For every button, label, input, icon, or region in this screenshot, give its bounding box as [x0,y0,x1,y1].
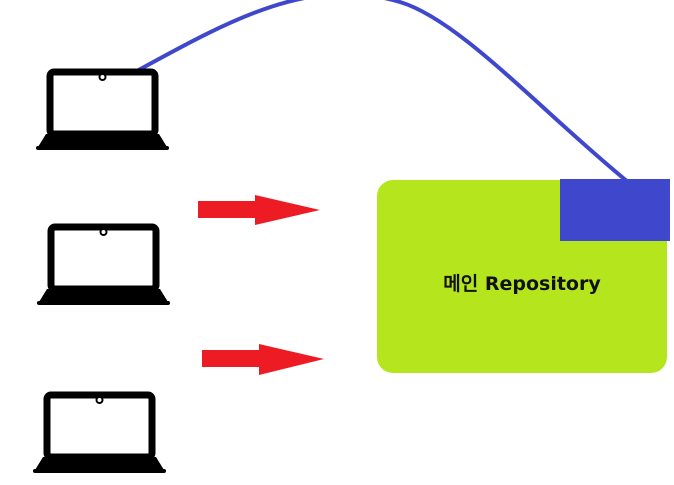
arrow-to-repository [202,344,324,375]
main-repository: 메인 Repository [377,179,670,373]
laptop-icon [33,395,166,473]
arrow-to-repository [198,195,320,225]
repository-label: 메인 Repository [443,273,601,295]
connection-line [133,0,630,184]
laptop-icon [36,72,169,150]
laptop-icon [37,227,170,305]
repository-corner-marker [560,179,670,241]
